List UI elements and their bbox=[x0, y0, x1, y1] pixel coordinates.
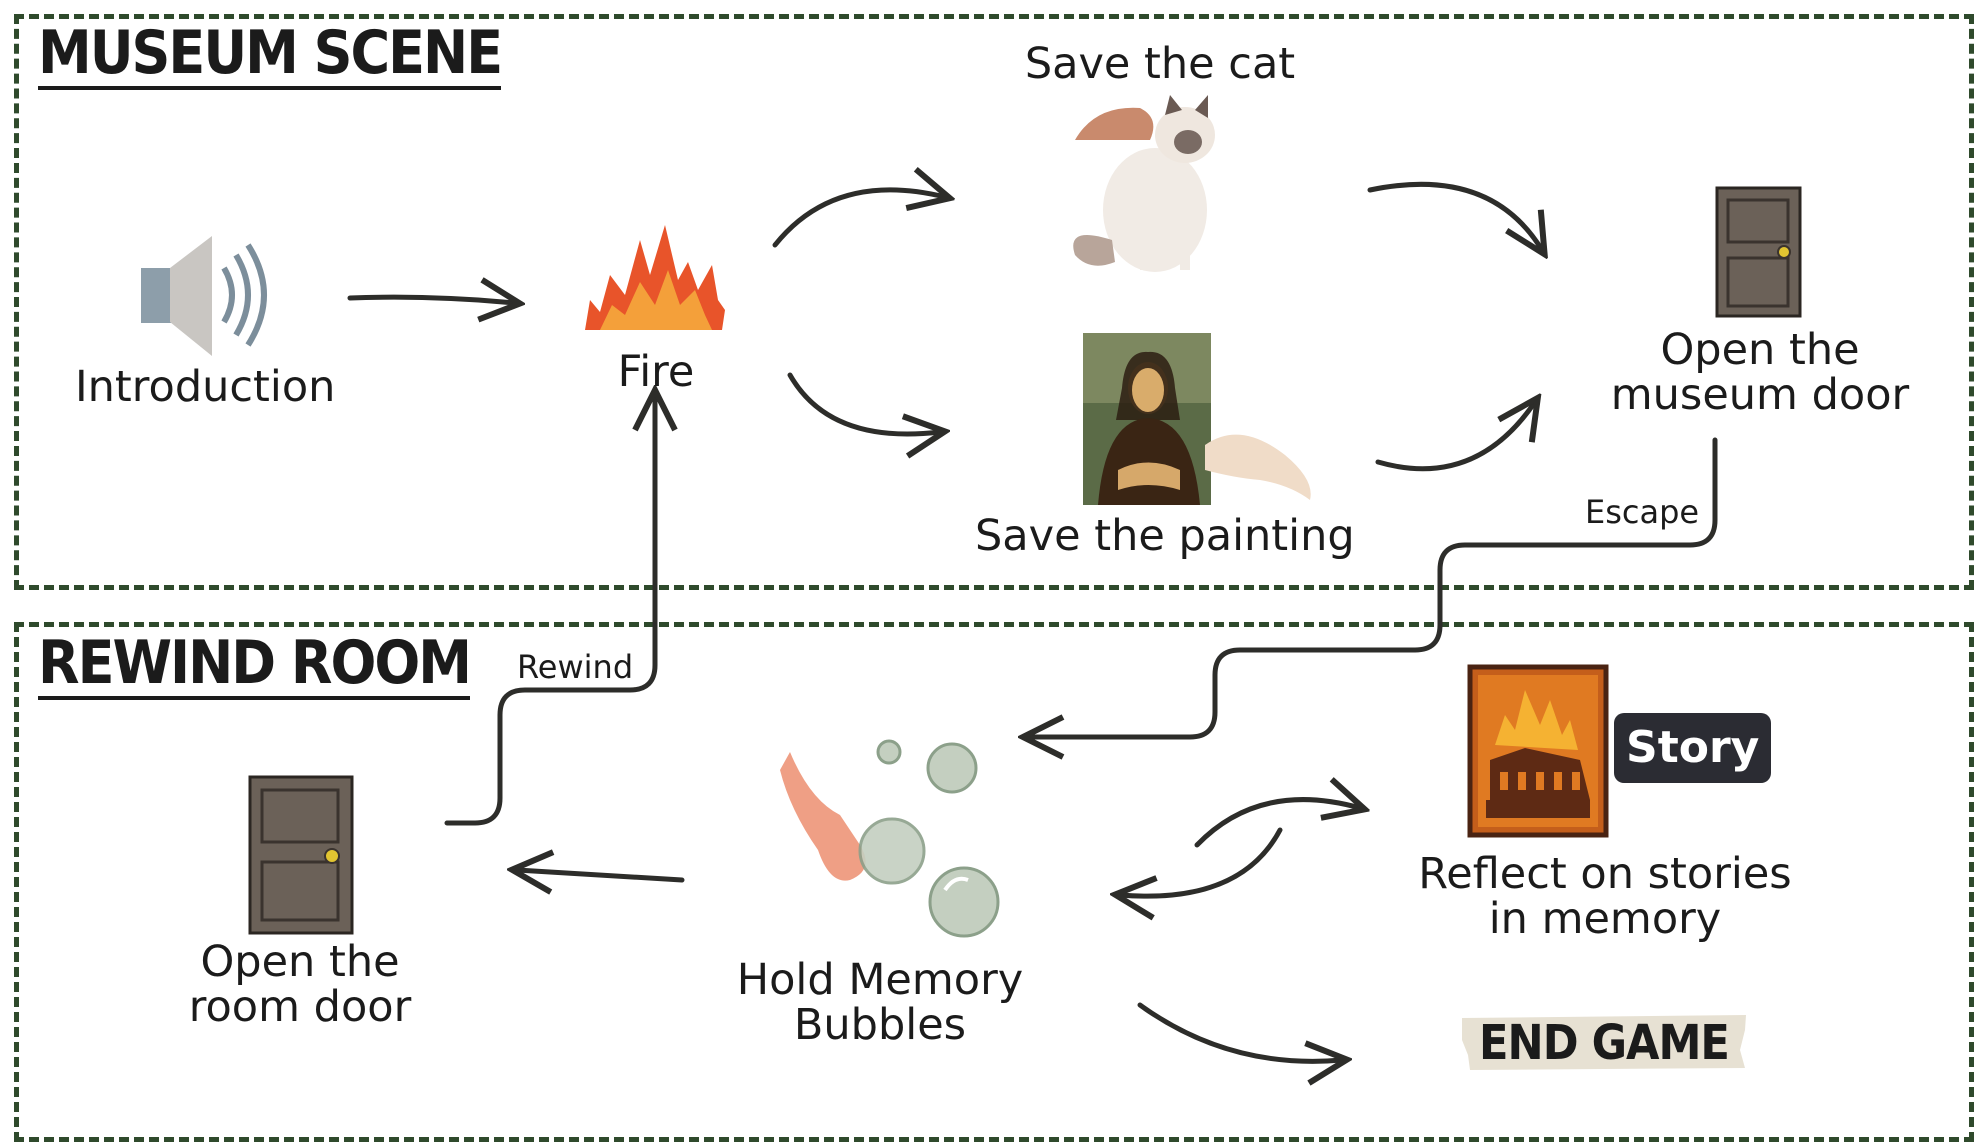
arrow-cat-to-museum-door bbox=[1367, 181, 1542, 250]
arrow-bubbles-to-room-door bbox=[517, 870, 685, 880]
story-badge: Story bbox=[1614, 713, 1772, 783]
arrow-escape bbox=[1028, 437, 1718, 737]
museum-scene-section bbox=[14, 14, 1974, 590]
arrow-bubbles-to-end-game bbox=[1137, 1002, 1342, 1061]
room-door-icon bbox=[248, 775, 354, 935]
save-painting-label: Save the painting bbox=[975, 511, 1355, 561]
speaker-icon bbox=[141, 236, 267, 356]
end-game-label: END GAME bbox=[1479, 1015, 1730, 1071]
introduction-label: Introduction bbox=[75, 362, 336, 412]
museum-scene-title: MUSEUM SCENE bbox=[38, 18, 503, 90]
memory-bubbles-label-line2: Bubbles bbox=[793, 1000, 967, 1050]
museum-door-label-line1: Open the bbox=[1660, 325, 1860, 375]
museum-door-icon bbox=[1715, 186, 1802, 318]
fire-icon bbox=[585, 225, 725, 330]
escape-edge-label: Escape bbox=[1585, 493, 1700, 531]
cat-icon bbox=[1073, 95, 1215, 272]
arrow-painting-to-museum-door bbox=[1375, 402, 1535, 472]
rewind-edge-label: Rewind bbox=[517, 648, 634, 686]
end-game-tape bbox=[1462, 1015, 1746, 1070]
arrow-fire-to-painting bbox=[787, 372, 940, 434]
memory-bubbles-label: Hold Memory Bubbles bbox=[720, 958, 1040, 1048]
room-door-label: Open the room door bbox=[160, 940, 440, 1030]
arrow-reflect-to-bubbles bbox=[1120, 827, 1283, 896]
arrow-bubbles-to-reflect bbox=[1194, 800, 1360, 848]
save-cat-label: Save the cat bbox=[1024, 39, 1296, 89]
reflect-label-line2: in memory bbox=[1488, 894, 1722, 944]
reflect-label-line1: Reflect on stories bbox=[1418, 849, 1792, 899]
museum-door-label: Open the museum door bbox=[1605, 328, 1915, 418]
rewind-room-title: REWIND ROOM bbox=[38, 628, 472, 700]
room-door-label-line1: Open the bbox=[200, 937, 400, 987]
arrow-intro-to-fire bbox=[347, 297, 515, 303]
memory-bubbles-label-line1: Hold Memory bbox=[736, 955, 1024, 1005]
burning-building-icon bbox=[1467, 664, 1609, 838]
bubbles-icon bbox=[780, 739, 1000, 938]
fire-label: Fire bbox=[617, 347, 695, 397]
reflect-label: Reflect on stories in memory bbox=[1400, 852, 1810, 942]
arrow-fire-to-cat bbox=[772, 190, 945, 248]
room-door-label-line2: room door bbox=[188, 982, 412, 1032]
arrow-rewind bbox=[444, 395, 655, 826]
painting-icon bbox=[1083, 333, 1311, 505]
rewind-room-section bbox=[14, 622, 1974, 1142]
museum-door-label-line2: museum door bbox=[1610, 370, 1910, 420]
